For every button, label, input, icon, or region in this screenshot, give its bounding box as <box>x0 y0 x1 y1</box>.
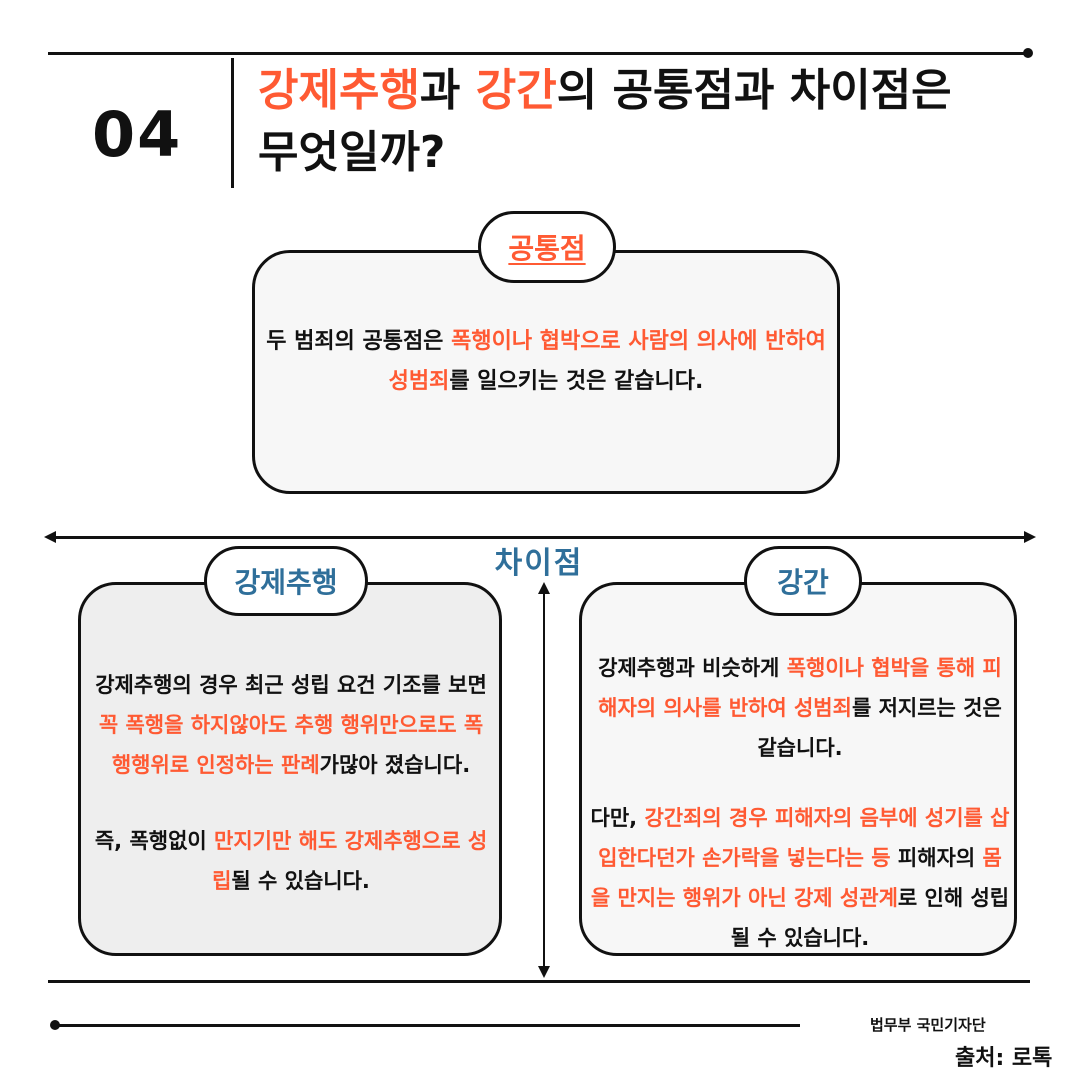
title-keyword-rape: 강간 <box>475 65 557 116</box>
section-number: 04 <box>92 98 183 171</box>
rape-box <box>579 582 1017 956</box>
difference-label: 차이점 <box>494 546 584 581</box>
header-divider <box>231 58 234 188</box>
title-connector: 과 <box>419 65 476 116</box>
arrow-down-icon <box>538 966 550 978</box>
indecent-label: 강제추행 <box>204 546 368 616</box>
title-line2: 무엇일까? <box>258 127 446 178</box>
indecent-text: 강제추행의 경우 최근 성립 요건 기조를 보면 꼭 폭행을 하지않아도 추행 … <box>94 673 488 893</box>
title-rest: 의 공통점과 차이점은 <box>556 65 952 116</box>
footer-rule <box>56 1024 800 1027</box>
indecent-box <box>78 582 502 956</box>
rape-label: 강간 <box>744 546 862 616</box>
footer-source: 출처: 로톡 <box>955 1046 1053 1071</box>
difference-rule <box>52 536 1028 539</box>
arrow-right-icon <box>1024 531 1036 543</box>
vertical-divider <box>543 592 545 968</box>
footer-rule-dot <box>50 1020 60 1030</box>
title-keyword-indecent: 강제추행 <box>258 65 420 116</box>
top-rule-dot <box>1023 48 1033 58</box>
arrow-left-icon <box>44 531 56 543</box>
common-label: 공통점 <box>478 211 616 283</box>
footer-organization: 법무부 국민기자단 <box>870 1016 986 1034</box>
rape-text: 강제추행과 비슷하게 폭행이나 협박을 통해 피해자의 의사를 반하여 성범죄를… <box>590 656 1010 950</box>
bottom-rule <box>48 980 1030 983</box>
arrow-up-icon <box>538 582 550 594</box>
common-text: 두 범죄의 공통점은 폭행이나 협박으로 사람의 의사에 반하여 성범죄를 일으… <box>266 329 826 394</box>
page-title: 강제추행과 강간의 공통점과 차이점은 무엇일까? <box>258 60 1058 184</box>
top-rule <box>48 52 1028 55</box>
